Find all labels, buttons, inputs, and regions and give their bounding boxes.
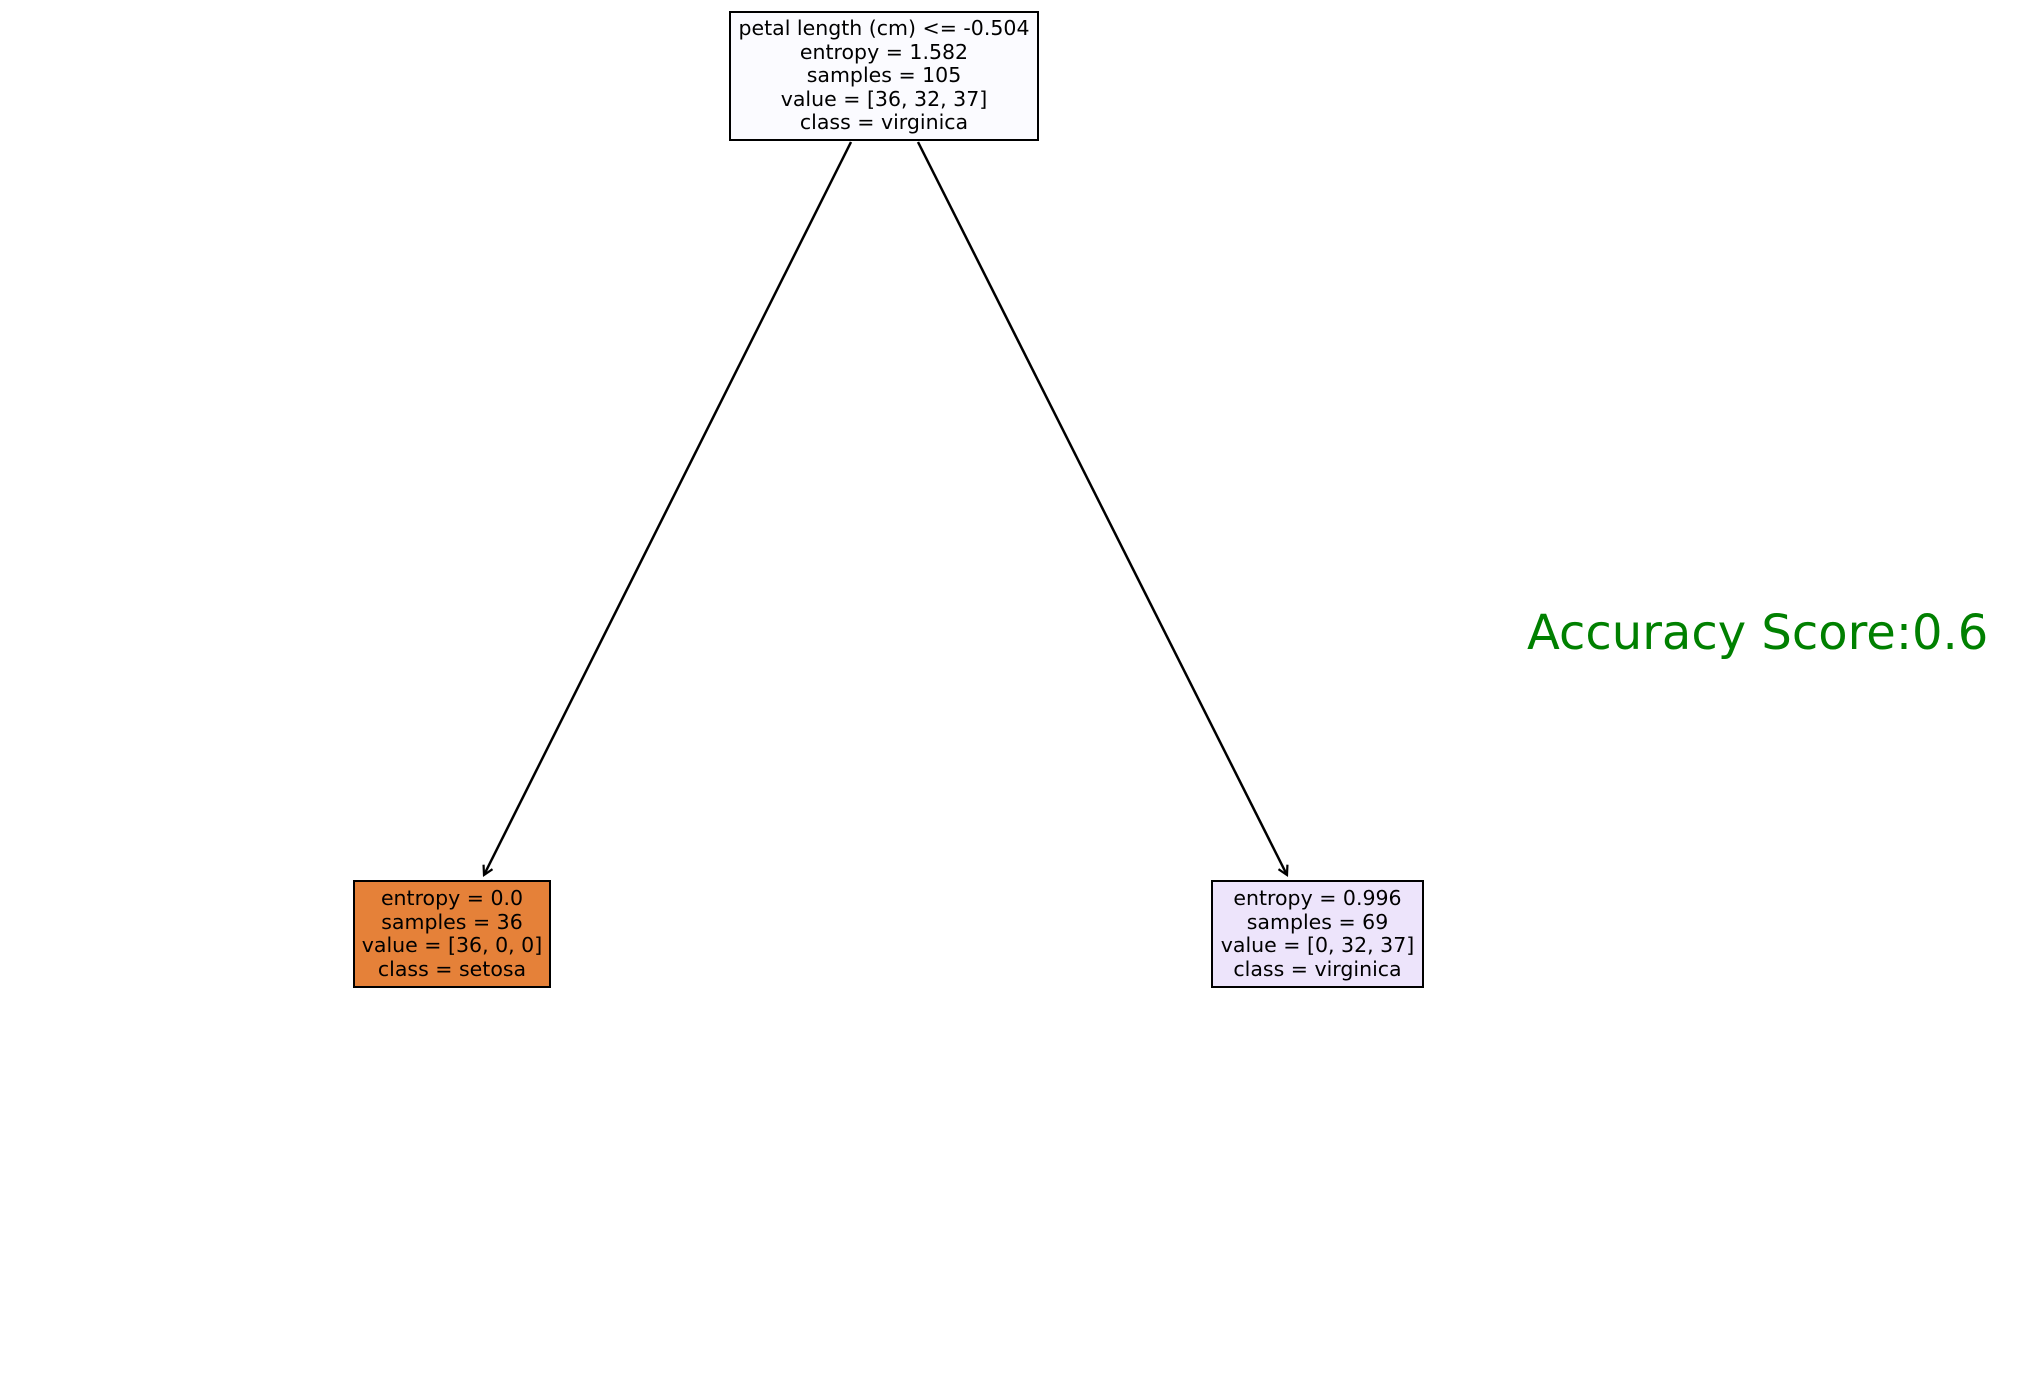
left-leaf-node: entropy = 0.0 samples = 36 value = [36, … xyxy=(353,880,551,988)
edge-root-to-left xyxy=(484,141,853,875)
left-samples: samples = 36 xyxy=(381,909,523,934)
root-entropy: entropy = 1.582 xyxy=(799,39,969,64)
root-samples: samples = 105 xyxy=(806,63,962,88)
root-split-condition: petal length (cm) <= -0.504 xyxy=(738,16,1030,41)
root-node: petal length (cm) <= -0.504 entropy = 1.… xyxy=(729,11,1039,141)
right-class: class = virginica xyxy=(1233,956,1402,981)
right-leaf-node: entropy = 0.996 samples = 69 value = [0,… xyxy=(1211,880,1424,988)
left-class: class = setosa xyxy=(377,956,527,981)
left-value: value = [36, 0, 0] xyxy=(361,933,543,957)
right-entropy: entropy = 0.996 xyxy=(1233,886,1402,910)
right-samples: samples = 69 xyxy=(1246,909,1389,934)
accuracy-score-label: Accuracy Score:0.6 xyxy=(1527,605,1989,661)
edge-root-to-right xyxy=(916,141,1287,875)
root-value: value = [36, 32, 37] xyxy=(780,86,988,111)
root-class: class = virginica xyxy=(799,110,969,135)
right-value: value = [0, 32, 37] xyxy=(1220,933,1415,957)
left-entropy: entropy = 0.0 xyxy=(380,886,524,910)
